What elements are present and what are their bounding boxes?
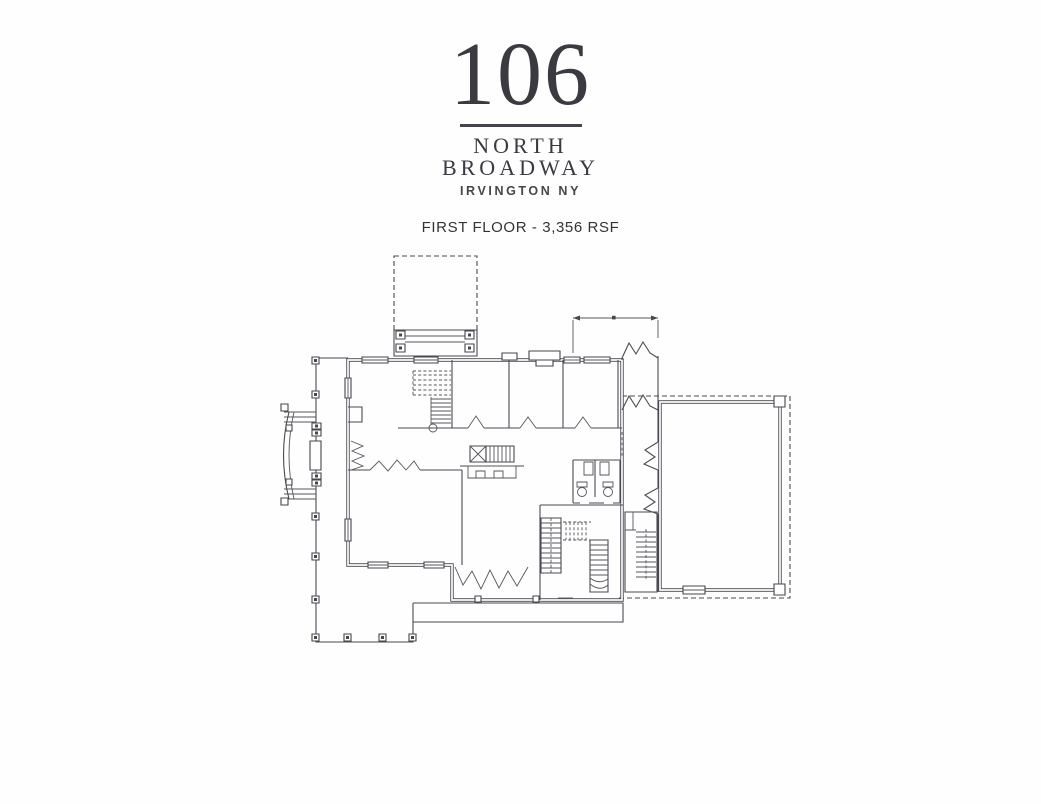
bathrooms (573, 460, 620, 503)
dumbwaiter-service-stair (470, 446, 514, 462)
porch-columns (312, 357, 416, 641)
rear-porch (394, 330, 477, 356)
dimension-line (573, 315, 658, 354)
breezeway (622, 342, 658, 592)
garage-stair (625, 512, 657, 592)
street-name-line2: BROADWAY (441, 155, 600, 181)
garage-walls (660, 396, 785, 595)
garage-overhang-dashed (618, 396, 790, 598)
address-number: 106 (450, 25, 591, 124)
title-underline-rule (459, 124, 582, 127)
front-bay (455, 567, 539, 602)
main-staircase (413, 371, 451, 432)
city-state-label: IRVINGTON NY (459, 184, 582, 199)
main-house-walls (348, 360, 622, 600)
deck-outline (394, 256, 477, 330)
center-fireplace (460, 466, 524, 478)
curved-entry-steps (281, 404, 321, 505)
plan-title-block: 106 NORTH BROADWAY IRVINGTON NY FIRST FL… (0, 0, 1041, 237)
street-name-line1: NORTH (473, 132, 568, 158)
interior-walls (348, 360, 623, 600)
floor-caption: FIRST FLOOR - 3,356 RSF (421, 219, 620, 237)
back-stairs (541, 518, 608, 598)
wraparound-porch (312, 357, 623, 642)
windows (345, 351, 610, 568)
